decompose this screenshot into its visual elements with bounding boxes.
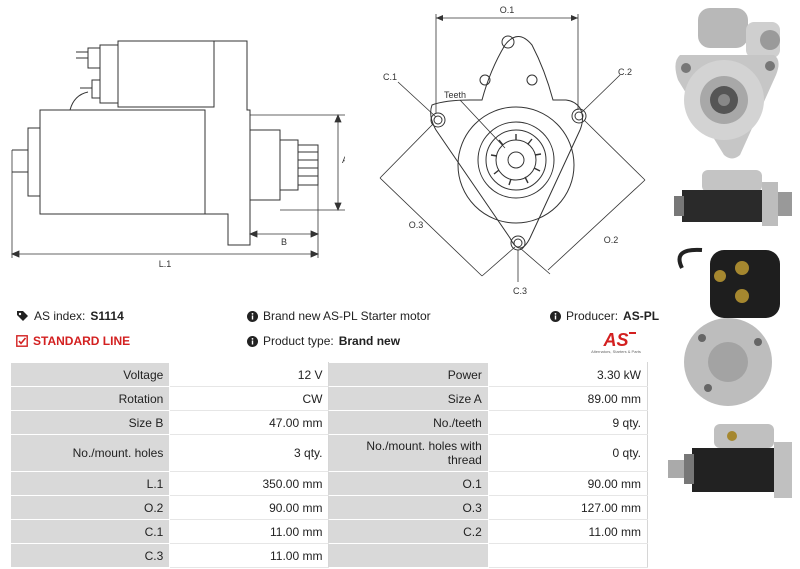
logo-subtitle: Alternators, Starters & Parts bbox=[591, 349, 641, 354]
spec-label: No./mount. holes with thread bbox=[328, 434, 489, 472]
dim-o1-label: O.1 bbox=[500, 5, 515, 15]
standard-line-text: STANDARD LINE bbox=[33, 334, 131, 348]
spec-label: C.2 bbox=[328, 519, 489, 544]
spec-label: No./mount. holes bbox=[9, 434, 171, 472]
spec-value: 9 qty. bbox=[487, 410, 649, 435]
spec-label: O.3 bbox=[328, 495, 489, 520]
product-photo-column bbox=[662, 0, 800, 569]
spec-value: CW bbox=[169, 386, 330, 411]
spec-value: 11.00 mm bbox=[169, 543, 330, 568]
spec-label: Rotation bbox=[9, 386, 171, 411]
checkbox-checked-icon bbox=[16, 335, 28, 347]
producer-label: Producer: bbox=[566, 309, 619, 323]
as-logo-mark: AS bbox=[602, 330, 636, 350]
spec-value: 90.00 mm bbox=[487, 471, 649, 496]
spec-label: C.3 bbox=[9, 543, 171, 568]
dim-b-label: B bbox=[281, 237, 287, 247]
product-type-value: Brand new bbox=[338, 334, 401, 348]
product-photo-front[interactable] bbox=[662, 0, 800, 160]
spec-value: 127.00 mm bbox=[487, 495, 649, 520]
spec-label: O.1 bbox=[328, 471, 489, 496]
spec-label: Size B bbox=[9, 410, 171, 435]
spec-value: 3 qty. bbox=[169, 434, 330, 472]
dim-o2-label: O.2 bbox=[604, 235, 619, 245]
spec-label: L.1 bbox=[9, 471, 171, 496]
info-icon bbox=[247, 335, 258, 347]
info-icon bbox=[247, 310, 258, 322]
tag-icon bbox=[16, 310, 29, 322]
product-photo-side[interactable] bbox=[662, 160, 800, 232]
product-photo-rear[interactable] bbox=[662, 238, 800, 413]
as-logo: AS Alternators, Starters & Parts bbox=[585, 329, 647, 357]
spec-value: 350.00 mm bbox=[169, 471, 330, 496]
dim-c2-label: C.2 bbox=[618, 67, 632, 77]
spec-label: No./teeth bbox=[328, 410, 489, 435]
logo-text: AS bbox=[602, 330, 628, 349]
spec-value: 0 qty. bbox=[487, 434, 649, 472]
dim-c1-label: C.1 bbox=[383, 72, 397, 82]
side-view-drawing: A B L.1 bbox=[10, 40, 345, 269]
info-row-1: AS index: S1114 Brand new AS-PL Starter … bbox=[0, 306, 660, 328]
spec-value: 90.00 mm bbox=[169, 495, 330, 520]
dim-l1-label: L.1 bbox=[159, 259, 172, 269]
spec-label: Voltage bbox=[9, 362, 171, 387]
dim-o3-label: O.3 bbox=[409, 220, 424, 230]
as-index-value: S1114 bbox=[90, 309, 124, 323]
product-type-label: Product type: bbox=[263, 334, 334, 348]
description: Brand new AS-PL Starter motor bbox=[247, 309, 431, 323]
standard-line: STANDARD LINE bbox=[16, 334, 130, 348]
as-index-label: AS index: bbox=[34, 309, 86, 323]
spec-label: C.1 bbox=[9, 519, 171, 544]
product-type: Product type: Brand new bbox=[247, 334, 400, 348]
spec-label: Size A bbox=[328, 386, 489, 411]
spec-value: 11.00 mm bbox=[169, 519, 330, 544]
dim-c3-label: C.3 bbox=[513, 286, 527, 296]
spec-value: 89.00 mm bbox=[487, 386, 649, 411]
dim-a-label: A bbox=[342, 155, 345, 165]
spec-label: O.2 bbox=[9, 495, 171, 520]
front-view-drawing: O.1 C.1 C.2 Teeth O.3 O.2 C.3 bbox=[379, 5, 646, 296]
producer-value: AS-PL bbox=[623, 309, 660, 323]
teeth-label: Teeth bbox=[444, 90, 466, 100]
producer: Producer: AS-PL bbox=[550, 309, 659, 323]
info-icon bbox=[550, 310, 561, 322]
spec-value bbox=[487, 543, 649, 568]
product-photo-top[interactable] bbox=[662, 420, 800, 510]
spec-value: 3.30 kW bbox=[487, 362, 649, 387]
info-row-2: STANDARD LINE Product type: Brand new bbox=[0, 331, 660, 353]
spec-value: 11.00 mm bbox=[487, 519, 649, 544]
spec-label bbox=[328, 543, 489, 568]
description-text: Brand new AS-PL Starter motor bbox=[263, 309, 431, 323]
as-index: AS index: S1114 bbox=[16, 309, 124, 323]
spec-value: 12 V bbox=[169, 362, 330, 387]
spec-value: 47.00 mm bbox=[169, 410, 330, 435]
spec-label: Power bbox=[328, 362, 489, 387]
